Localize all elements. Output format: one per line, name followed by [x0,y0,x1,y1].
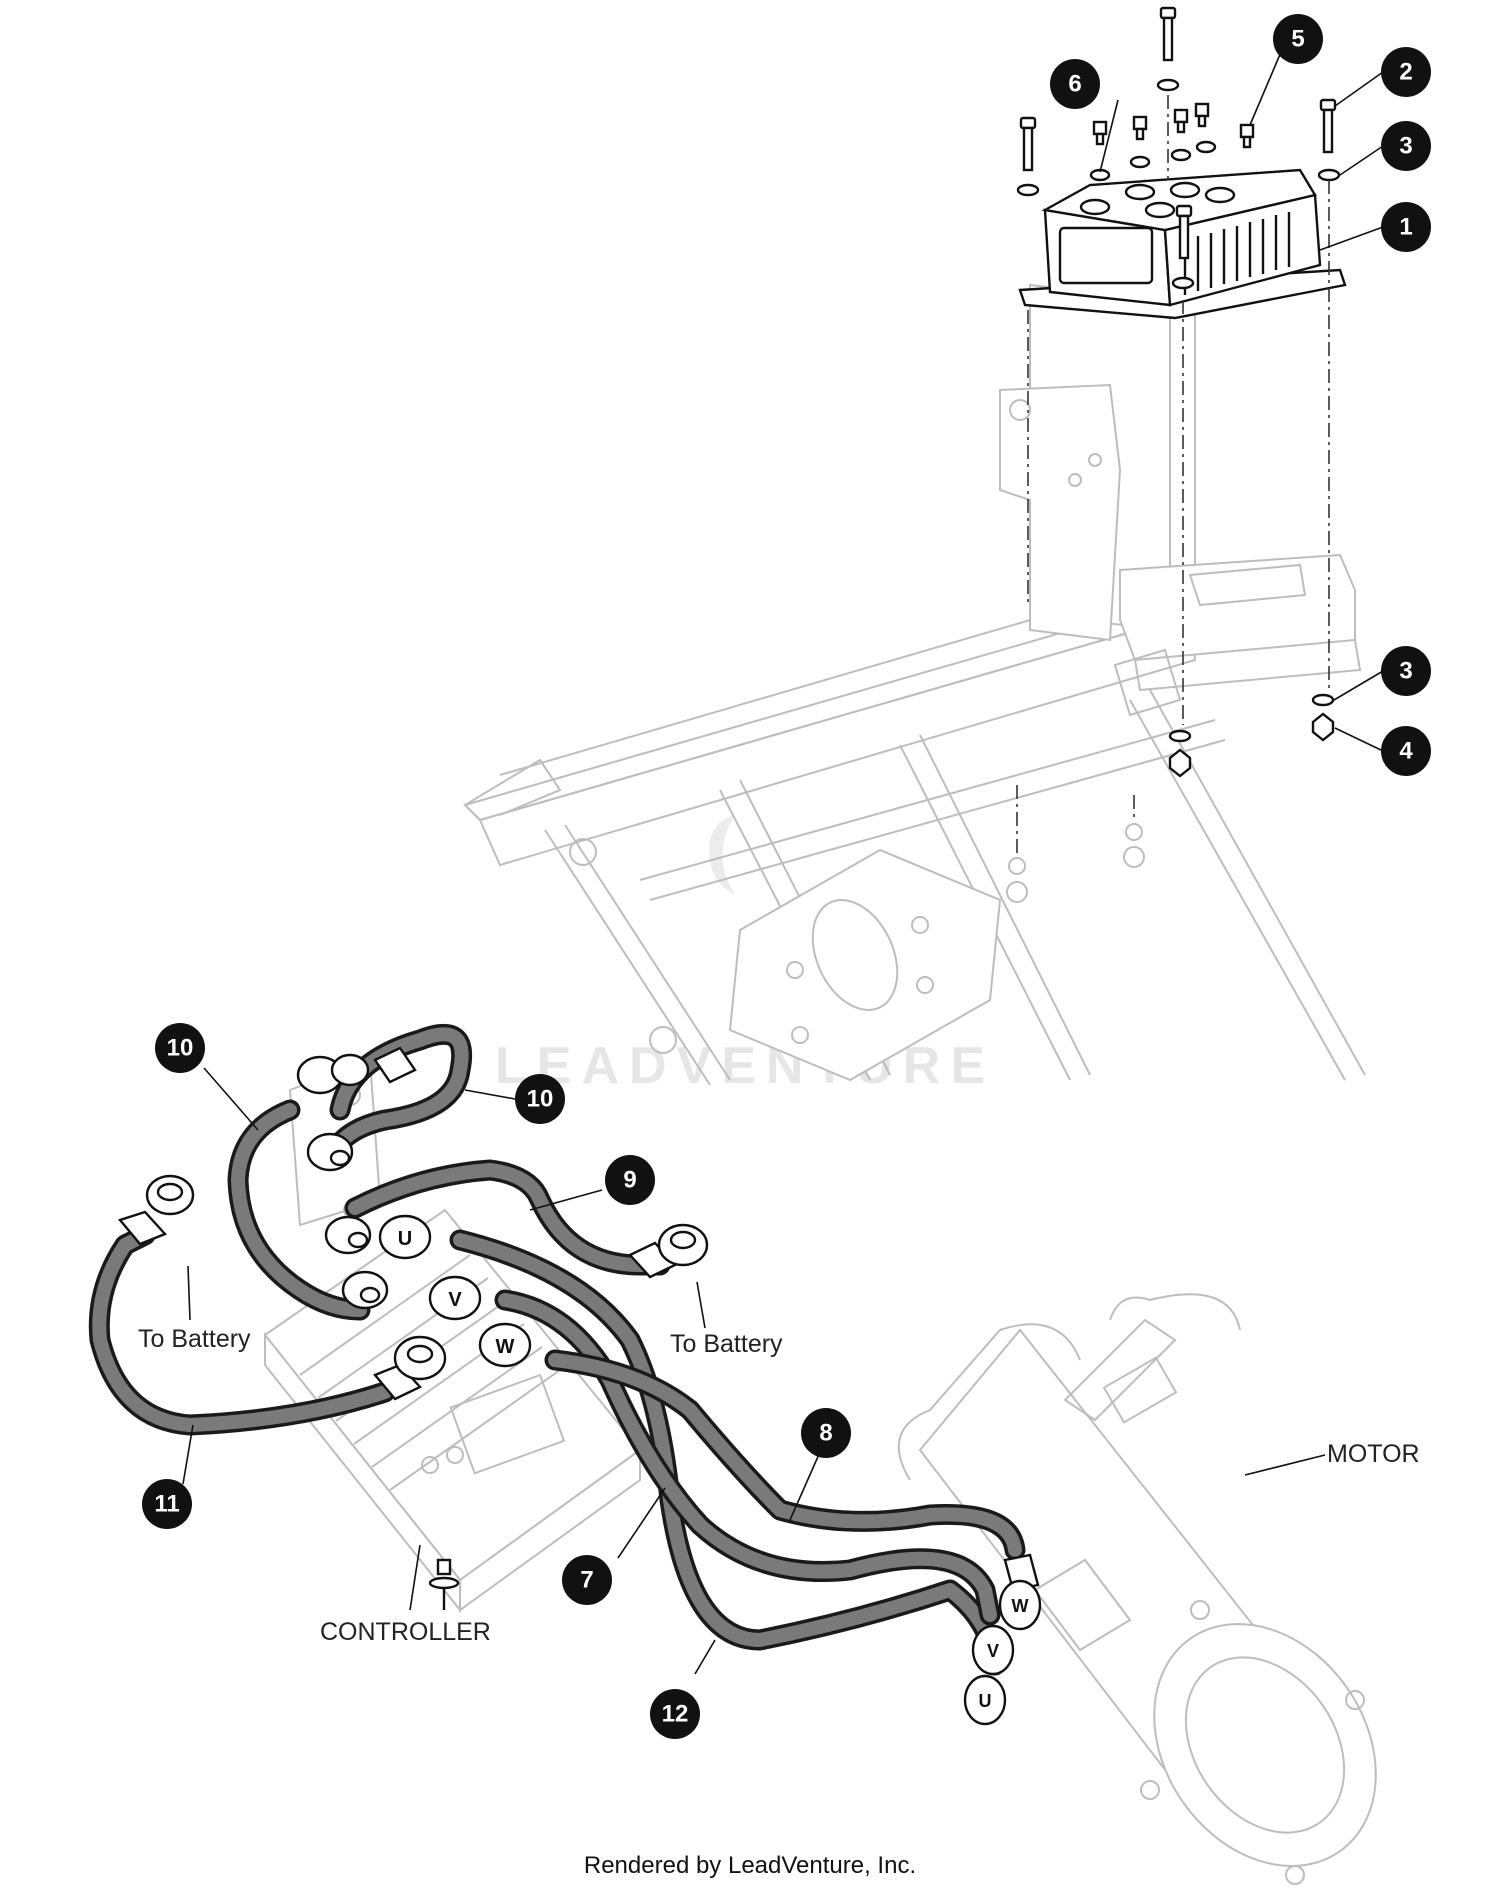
svg-text:5: 5 [1291,26,1304,53]
svg-text:7: 7 [580,1567,593,1594]
callout-3b: 3 [1381,646,1431,696]
svg-text:4: 4 [1399,738,1413,765]
callouts: 1 2 3 3 4 5 6 7 8 9 10 10 11 12 [142,14,1431,1739]
svg-text:6: 6 [1068,71,1081,98]
svg-text:2: 2 [1399,59,1412,86]
svg-text:8: 8 [819,1420,832,1447]
callout-5: 5 [1273,14,1323,64]
callout-6: 6 [1050,59,1100,109]
cables [88,1023,1026,1676]
frame-assembly [463,283,1366,1086]
svg-text:11: 11 [154,1491,179,1518]
mounting-hardware [1016,6,1341,778]
controller-top [1018,168,1347,320]
callout-7: 7 [562,1555,612,1605]
terminal-v-controller: V [448,1289,462,1311]
terminal-u-controller: U [398,1228,412,1250]
svg-text:12: 12 [662,1701,689,1728]
terminal-w-controller: W [496,1336,515,1358]
watermark-text: LEADVENTURE [495,1037,995,1095]
callout-11: 11 [142,1479,192,1529]
callout-1: 1 [1381,202,1431,252]
footer-credit: Rendered by LeadVenture, Inc. [583,1852,917,1879]
label-controller: CONTROLLER [320,1618,491,1646]
cable-lugs: U V W W V U [117,1046,1042,1726]
svg-text:3: 3 [1399,133,1412,160]
svg-text:10: 10 [167,1035,194,1062]
terminal-u-motor: U [979,1691,992,1711]
motor [897,1293,1377,1885]
callout-4: 4 [1381,726,1431,776]
text-labels: To Battery To Battery MOTOR CONTROLLER [138,1325,1420,1646]
callout-8: 8 [801,1408,851,1458]
label-to-battery-left: To Battery [138,1325,251,1353]
svg-text:10: 10 [527,1086,554,1113]
svg-text:1: 1 [1399,214,1412,241]
terminal-w-motor: W [1012,1596,1029,1616]
callout-10b: 10 [515,1074,565,1124]
callout-12: 12 [650,1689,700,1739]
svg-text:9: 9 [623,1167,636,1194]
callout-3a: 3 [1381,121,1431,171]
svg-text:3: 3 [1399,658,1412,685]
label-motor: MOTOR [1327,1440,1420,1468]
callout-10a: 10 [155,1023,205,1073]
terminal-v-motor: V [987,1641,999,1661]
label-to-battery-right: To Battery [670,1330,783,1358]
leader-lines [182,51,1384,1675]
callout-2: 2 [1381,47,1431,97]
callout-9: 9 [605,1155,655,1205]
